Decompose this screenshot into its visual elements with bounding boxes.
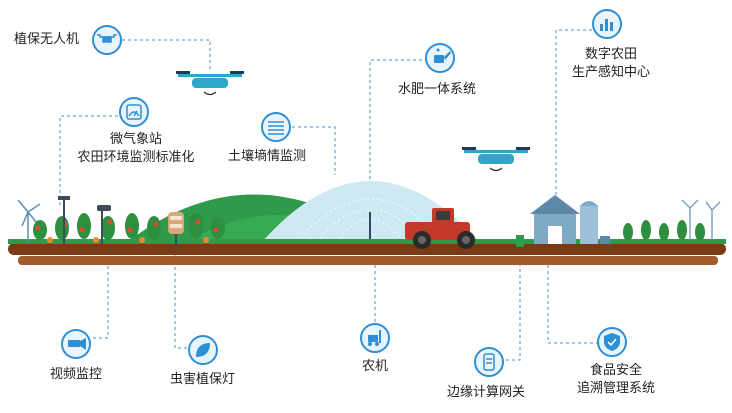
drone-2 (462, 147, 530, 171)
label-digital-line1: 数字农田 (565, 46, 657, 64)
grass-strip (8, 239, 726, 244)
icon-machine (361, 324, 389, 352)
barn (530, 195, 610, 244)
connector-video (90, 260, 108, 338)
label-machine: 农机 (362, 358, 388, 376)
connector-insect (175, 255, 188, 348)
label-food-line2: 追溯管理系统 (566, 380, 666, 398)
icon-insect (189, 336, 217, 364)
icon-food (598, 328, 626, 356)
connector-food (548, 265, 598, 343)
icon-edge (475, 348, 503, 376)
label-video: 视频监控 (50, 366, 102, 384)
icon-soil (262, 113, 290, 141)
soil-bottom (18, 256, 718, 265)
label-soil: 土壤墒情监测 (228, 148, 306, 166)
icon-drone (93, 26, 121, 54)
crops-right (623, 220, 705, 241)
connector-drone (122, 40, 210, 72)
soil-top (8, 243, 726, 255)
label-food-line1: 食品安全 (566, 362, 666, 380)
label-food: 食品安全 追溯管理系统 (566, 362, 666, 398)
label-edge: 边缘计算网关 (447, 384, 525, 402)
label-digital: 数字农田 生产感知中心 (565, 46, 657, 82)
label-weather: 微气象站 农田环境监测标准化 (62, 131, 210, 167)
icon-digital (593, 10, 621, 38)
label-weather-line2: 农田环境监测标准化 (62, 149, 210, 167)
label-drone: 植保无人机 (14, 31, 79, 49)
label-fertigation: 水肥一体系统 (398, 81, 476, 99)
gateway-box (516, 235, 524, 247)
label-digital-line2: 生产感知中心 (565, 64, 657, 82)
label-weather-line1: 微气象站 (62, 131, 210, 149)
icon-weather (120, 98, 148, 126)
icon-fertigation (426, 44, 454, 72)
label-insect: 虫害植保灯 (170, 371, 235, 389)
icon-video (62, 330, 90, 358)
drone-1 (176, 71, 244, 95)
crops-left (33, 213, 225, 243)
